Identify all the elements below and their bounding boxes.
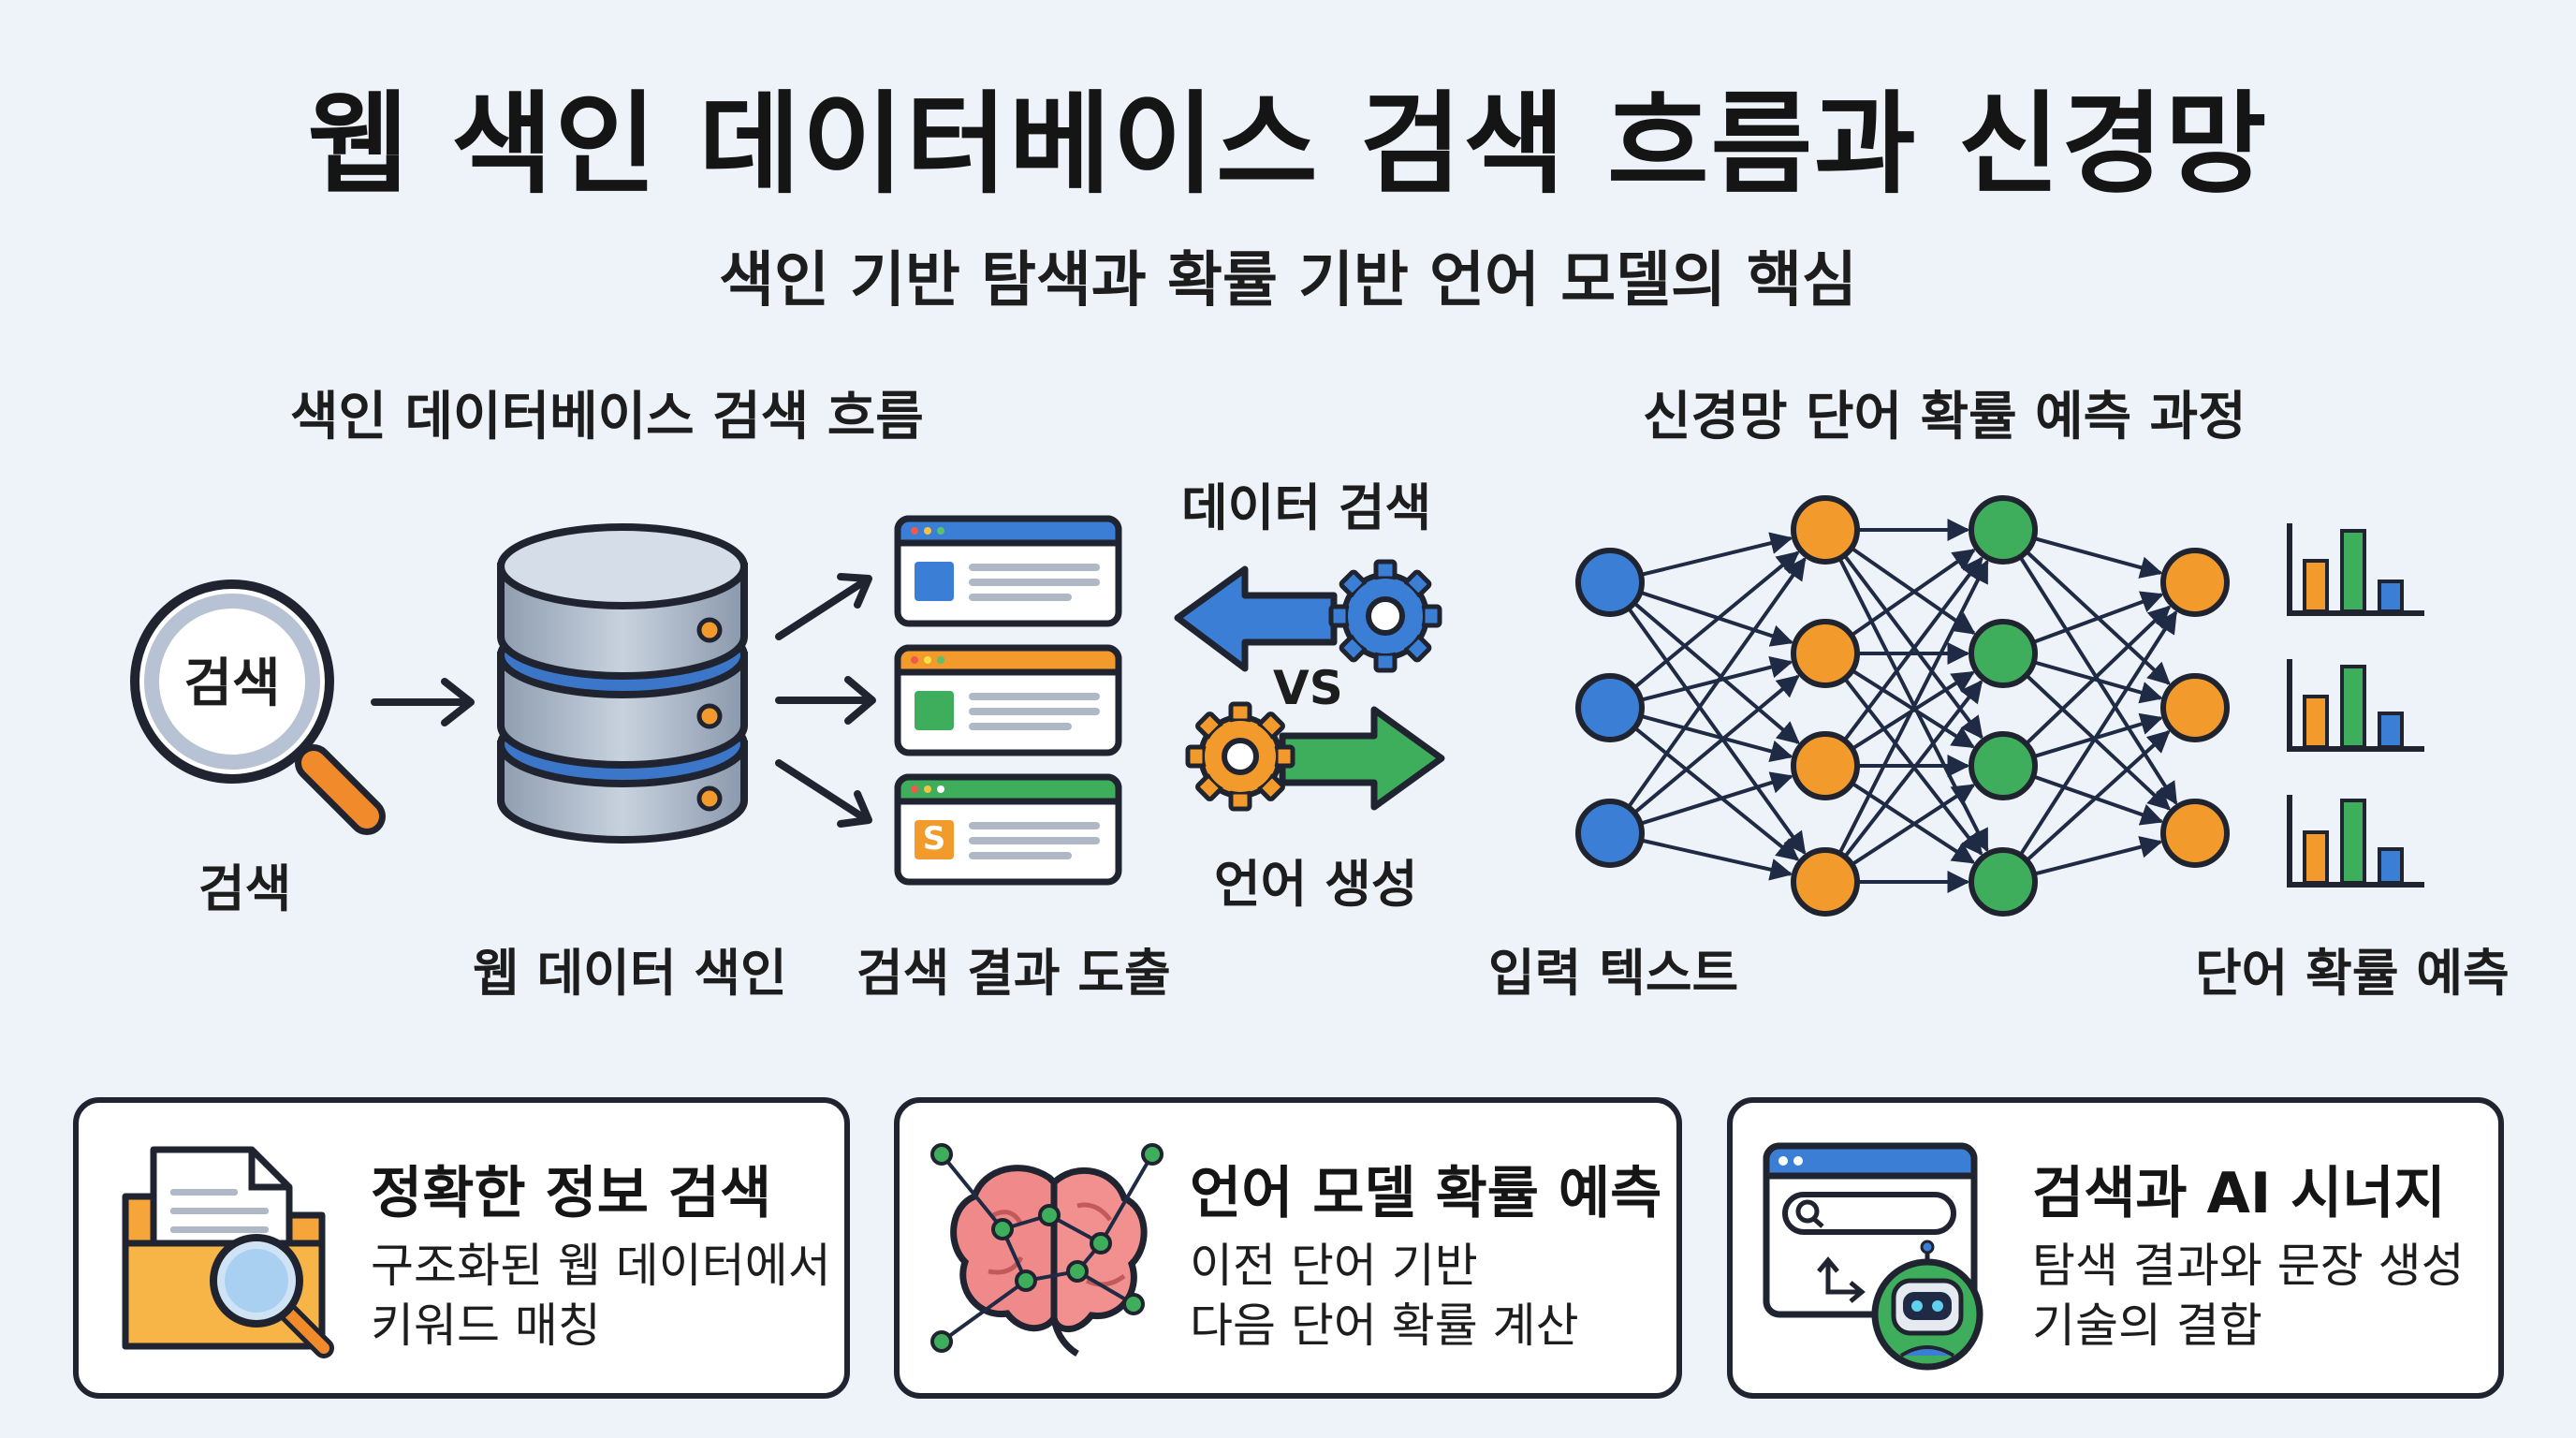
network-edge: [1843, 680, 1983, 858]
magnifier-icon: [130, 580, 386, 835]
network-edge: [2025, 729, 2171, 862]
hidden-node: [1791, 619, 1860, 688]
network-edge: [1640, 713, 1793, 763]
network-edge: [2032, 591, 2164, 645]
search-robot-icon: [1763, 1142, 1983, 1371]
network-edge: [1639, 590, 1794, 647]
card-language-model: 언어 모델 확률 예측 이전 단어 기반 다음 단어 확률 계산: [894, 1097, 1682, 1399]
output-node: [2160, 673, 2230, 742]
hidden-node: [1969, 619, 2038, 688]
network-edge: [1640, 532, 1793, 577]
index-label: 웹 데이터 색인: [473, 944, 787, 1003]
card-line-1: 탐색 결과와 문장 생성: [2032, 1239, 2465, 1293]
result-window-blue: [894, 515, 1122, 627]
network-edge: [1837, 559, 1989, 855]
network-edge: [2025, 673, 2172, 811]
hidden-node: [1791, 731, 1860, 800]
card-search-ai-synergy: 검색과 AI 시너지 탐색 결과와 문장 생성 기술의 결합: [1727, 1097, 2504, 1399]
hidden-node: [1791, 495, 1860, 565]
folder-search-icon: [122, 1146, 334, 1358]
network-edge: [2033, 660, 2163, 704]
card-accurate-search: 정확한 정보 검색 구조화된 웹 데이터에서 키워드 매칭: [73, 1097, 850, 1399]
page-subtitle: 색인 기반 탐색과 확률 기반 언어 모델의 핵심: [719, 246, 1857, 315]
network-edge: [1633, 726, 1800, 861]
output-node: [2160, 799, 2230, 868]
network-edge: [1851, 784, 1976, 867]
hidden-node: [1969, 731, 2038, 800]
left-section-heading: 색인 데이터베이스 검색 흐름: [290, 387, 924, 448]
hidden-node: [1969, 495, 2038, 565]
hidden-node: [1791, 847, 1860, 917]
input-node: [1575, 548, 1645, 617]
network-edge: [1632, 550, 1800, 689]
card-line-2: 키워드 매칭: [371, 1299, 601, 1353]
network-edge: [1640, 838, 1793, 881]
arrow-right-icon: [371, 678, 475, 726]
card-line-1: 구조화된 웹 데이터에서: [371, 1239, 831, 1293]
magnifier-text: 검색: [183, 653, 281, 714]
hidden-node: [1969, 847, 2038, 917]
network-edge: [2025, 605, 2172, 745]
result-window-green: [894, 773, 1122, 886]
network-edge: [1627, 607, 1807, 856]
input-node: [1575, 799, 1645, 868]
network-edge: [1627, 557, 1807, 809]
card-line-2: 기술의 결합: [2032, 1299, 2262, 1353]
card-line-2: 다음 단어 확률 계산: [1190, 1299, 1579, 1353]
result-arrows-icon: [775, 573, 876, 828]
database-icon: [497, 523, 748, 844]
brain-network-icon: [930, 1143, 1164, 1357]
result-window-orange: [894, 644, 1122, 756]
card-line-1: 이전 단어 기반: [1190, 1239, 1478, 1293]
network-edge: [1632, 674, 1800, 814]
probability-bars-icon: [2287, 795, 2424, 888]
card-title: 언어 모델 확률 예측: [1190, 1161, 1662, 1226]
data-search-label: 데이터 검색: [1181, 478, 1432, 537]
network-edge: [2033, 536, 2163, 579]
network-edge: [2018, 609, 2178, 857]
card-title: 검색과 AI 시너지: [2032, 1161, 2446, 1226]
probability-bars-icon: [2287, 523, 2424, 616]
result-doc-badge: S: [922, 820, 946, 858]
input-node: [1575, 673, 1645, 742]
network-edge: [1850, 549, 1976, 638]
right-section-heading: 신경망 단어 확률 예측 과정: [1643, 387, 2247, 448]
language-generation-label: 언어 생성: [1214, 855, 1418, 914]
vs-arrows-gears-icon: [1174, 559, 1445, 812]
network-edge: [1639, 771, 1794, 826]
input-text-label: 입력 텍스트: [1488, 944, 1739, 1003]
output-node: [2160, 548, 2230, 617]
probability-bars-icon: [2287, 659, 2424, 752]
network-edge: [1632, 601, 1800, 744]
results-label: 검색 결과 도출: [856, 944, 1171, 1003]
network-edge: [1842, 556, 1983, 742]
network-edge: [2033, 836, 2163, 876]
word-probability-label: 단어 확률 예측: [2195, 944, 2510, 1003]
neural-network-diagram: [1575, 495, 2230, 917]
card-title: 정확한 정보 검색: [371, 1161, 772, 1226]
search-label: 검색: [198, 859, 292, 918]
vs-text: VS: [1273, 661, 1343, 715]
page-title: 웹 색인 데이터베이스 검색 흐름과 신경망: [307, 80, 2269, 209]
